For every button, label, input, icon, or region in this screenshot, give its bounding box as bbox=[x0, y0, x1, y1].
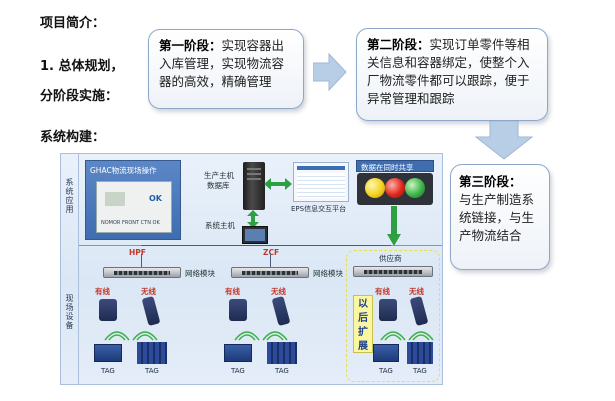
system-host-label: 系统主机 bbox=[205, 221, 235, 230]
overall-plan-heading: 1. 总体规划， bbox=[40, 59, 124, 74]
network-module-label-2: 网络模块 bbox=[313, 269, 343, 278]
field-equipment-label: 现场设备 bbox=[65, 294, 74, 330]
tag-rack-icon-1 bbox=[137, 342, 167, 364]
red-light-icon bbox=[385, 178, 405, 198]
rfid-signal-icon-3 bbox=[380, 331, 434, 341]
wired-label-1: 有线 bbox=[95, 287, 110, 296]
system-host-monitor-icon bbox=[242, 226, 268, 244]
production-host-label: 生产主机 bbox=[204, 171, 234, 180]
ghac-panel-title: GHAC物流现场操作 bbox=[90, 166, 157, 175]
eps-platform-label: EPS信息交互平台 bbox=[291, 205, 347, 213]
stage-3-box: 第三阶段： 与生产制造系统链接，与生产物流结合 bbox=[450, 164, 550, 270]
left-column-divider bbox=[78, 154, 79, 384]
network-switch-hpf bbox=[103, 267, 181, 278]
data-share-title: 数据在同时共享 bbox=[361, 163, 414, 172]
ghac-operation-panel: GHAC物流现场操作 OK NOMOR FRONT CTN OK bbox=[85, 160, 181, 240]
network-switch-zcf bbox=[231, 267, 309, 278]
server-tower-icon bbox=[243, 162, 265, 210]
fixed-reader-icon-2 bbox=[229, 299, 247, 321]
wireless-label-1: 无线 bbox=[141, 287, 156, 296]
tag-label-3: TAG bbox=[231, 367, 245, 375]
screen-field bbox=[105, 192, 125, 206]
wireless-label-2: 无线 bbox=[271, 287, 286, 296]
rfid-signal-icon-1 bbox=[104, 331, 158, 341]
zcf-label: ZCF bbox=[263, 248, 280, 257]
stage-1-text: 实现容器出入库管理，实现物流容器的高效，精确管理 bbox=[159, 38, 285, 89]
system-architecture-diagram: 系统应用 现场设备 GHAC物流现场操作 OK NOMOR FRONT CTN … bbox=[60, 153, 443, 385]
hpf-label: HPF bbox=[129, 248, 146, 257]
supplier-extension-box: 供应商 以后扩展 bbox=[346, 250, 440, 382]
tag-label-2: TAG bbox=[145, 367, 159, 375]
ok-indicator: OK bbox=[149, 194, 162, 203]
down-arrow-icon bbox=[474, 121, 534, 160]
supplier-label: 供应商 bbox=[379, 254, 402, 263]
green-light-icon bbox=[405, 178, 425, 198]
network-switch-supplier bbox=[353, 266, 433, 277]
stage-2-text: 实现订单零件等相关信息和容器绑定，使整个入厂物流零件都可以跟踪，便于异常管理和跟… bbox=[367, 37, 530, 106]
tag-rack-icon-3 bbox=[407, 342, 433, 364]
project-intro-heading: 项目简介： bbox=[40, 16, 106, 31]
rfid-signal-icon-2 bbox=[234, 331, 288, 341]
tag-label-4: TAG bbox=[275, 367, 289, 375]
yellow-light-icon bbox=[365, 178, 385, 198]
data-share-title-bar: 数据在同时共享 bbox=[356, 160, 434, 172]
fixed-reader-icon-3 bbox=[379, 299, 397, 321]
stage-3-label: 第三阶段： bbox=[459, 174, 522, 189]
vertical-link-arrow-icon bbox=[247, 210, 259, 228]
stage-2-label: 第二阶段： bbox=[367, 37, 430, 52]
future-expansion-note: 以后扩展 bbox=[353, 295, 373, 353]
phased-implementation-heading: 分阶段实施： bbox=[40, 89, 119, 104]
tag-label-1: TAG bbox=[101, 367, 115, 375]
stage-3-text: 与生产制造系统链接，与生产物流结合 bbox=[459, 192, 535, 243]
wireless-label-3: 无线 bbox=[409, 287, 424, 296]
tag-label-5: TAG bbox=[379, 367, 393, 375]
tag-container-icon-2 bbox=[224, 344, 252, 362]
wired-label-3: 有线 bbox=[375, 287, 390, 296]
tag-container-icon-1 bbox=[94, 344, 122, 362]
network-module-label-1: 网络模块 bbox=[185, 269, 215, 278]
fixed-reader-icon-1 bbox=[99, 299, 117, 321]
data-exchange-arrow-icon bbox=[264, 178, 292, 190]
handheld-reader-icon-2 bbox=[271, 295, 291, 327]
system-construction-heading: 系统构建： bbox=[40, 130, 106, 145]
stage-1-label: 第一阶段： bbox=[159, 38, 222, 53]
tag-rack-icon-2 bbox=[267, 342, 297, 364]
right-arrow-icon bbox=[313, 52, 347, 92]
stage-2-box: 第二阶段：实现订单零件等相关信息和容器绑定，使整个入厂物流零件都可以跟踪，便于异… bbox=[356, 28, 548, 121]
status-light-panel bbox=[357, 173, 433, 205]
down-green-arrow-icon bbox=[387, 206, 401, 246]
system-application-label: 系统应用 bbox=[65, 178, 74, 214]
handheld-reader-icon-1 bbox=[141, 295, 161, 327]
stage-1-box: 第一阶段：实现容器出入库管理，实现物流容器的高效，精确管理 bbox=[148, 29, 304, 109]
screen-caption: NOMOR FRONT CTN OK bbox=[101, 220, 160, 226]
wired-label-2: 有线 bbox=[225, 287, 240, 296]
tag-container-icon-3 bbox=[373, 344, 399, 362]
database-label: 数据库 bbox=[207, 181, 230, 190]
tag-label-6: TAG bbox=[413, 367, 427, 375]
eps-platform-screenshot bbox=[293, 162, 349, 202]
terminal-screen: OK NOMOR FRONT CTN OK bbox=[96, 181, 172, 233]
